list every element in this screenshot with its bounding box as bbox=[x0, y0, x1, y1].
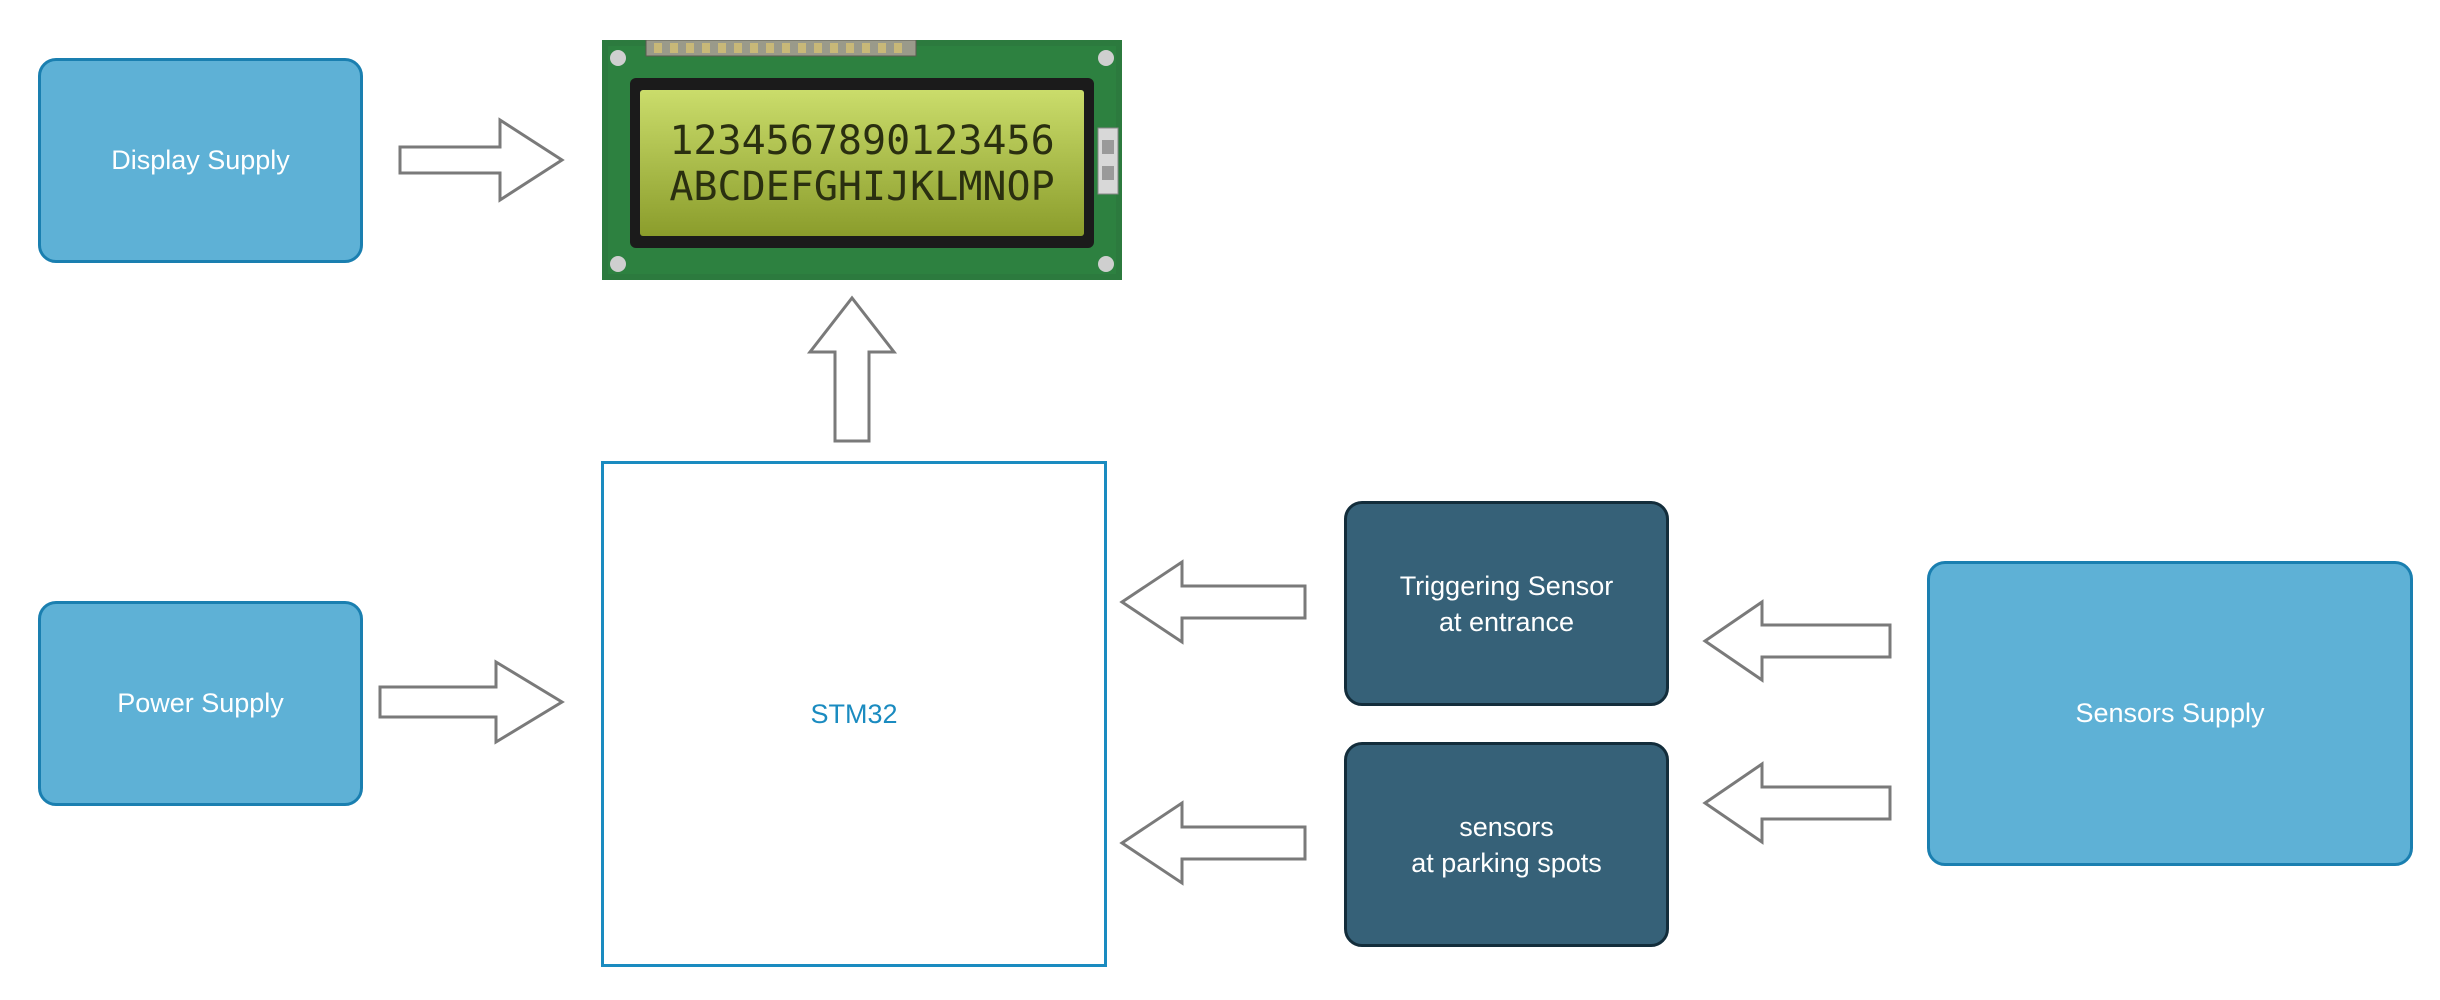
lcd-header-pin bbox=[734, 43, 742, 53]
lcd-header-pin bbox=[782, 43, 790, 53]
arrow-trigger-sensor-to-stm32 bbox=[1119, 559, 1307, 645]
lcd-header-pin bbox=[862, 43, 870, 53]
arrow-display-supply-to-lcd bbox=[398, 117, 565, 203]
mounting-hole-icon bbox=[1098, 256, 1114, 272]
lcd-header-pin bbox=[798, 43, 806, 53]
lcd-header-pin bbox=[894, 43, 902, 53]
lcd-header-pin bbox=[654, 43, 662, 53]
mounting-hole-icon bbox=[610, 256, 626, 272]
mounting-hole-icon bbox=[610, 50, 626, 66]
lcd-line-1: 1234567890123456 bbox=[669, 118, 1054, 164]
arrow-sensors-supply-to-parking-sensors bbox=[1702, 761, 1892, 845]
lcd-header-pin bbox=[670, 43, 678, 53]
lcd-header-pin bbox=[686, 43, 694, 53]
lcd-header-pin bbox=[750, 43, 758, 53]
lcd-header-pin bbox=[830, 43, 838, 53]
lcd-header-pin bbox=[846, 43, 854, 53]
lcd-header-pin bbox=[814, 43, 822, 53]
parking-sensors-block: sensors at parking spots bbox=[1344, 742, 1669, 947]
lcd-line-2: ABCDEFGHIJKLMNOP bbox=[669, 164, 1054, 210]
arrow-sensors-supply-to-trigger-sensor bbox=[1702, 599, 1892, 683]
display-supply-block: Display Supply bbox=[38, 58, 363, 263]
lcd-header-pin bbox=[718, 43, 726, 53]
lcd-header-pin bbox=[702, 43, 710, 53]
lcd-header-pin bbox=[766, 43, 774, 53]
power-supply-block: Power Supply bbox=[38, 601, 363, 806]
arrow-parking-sensors-to-stm32 bbox=[1119, 800, 1307, 886]
triggering-sensor-block: Triggering Sensor at entrance bbox=[1344, 501, 1669, 706]
arrow-stm32-to-lcd bbox=[806, 295, 898, 443]
arrow-power-supply-to-stm32 bbox=[378, 659, 565, 745]
stm32-block: STM32 bbox=[601, 461, 1107, 967]
lcd-header-pin bbox=[878, 43, 886, 53]
lcd-pin-row bbox=[654, 43, 902, 53]
mounting-hole-icon bbox=[1098, 50, 1114, 66]
lcd-display-module: 1234567890123456 ABCDEFGHIJKLMNOP bbox=[602, 40, 1122, 280]
sensors-supply-block: Sensors Supply bbox=[1927, 561, 2413, 866]
